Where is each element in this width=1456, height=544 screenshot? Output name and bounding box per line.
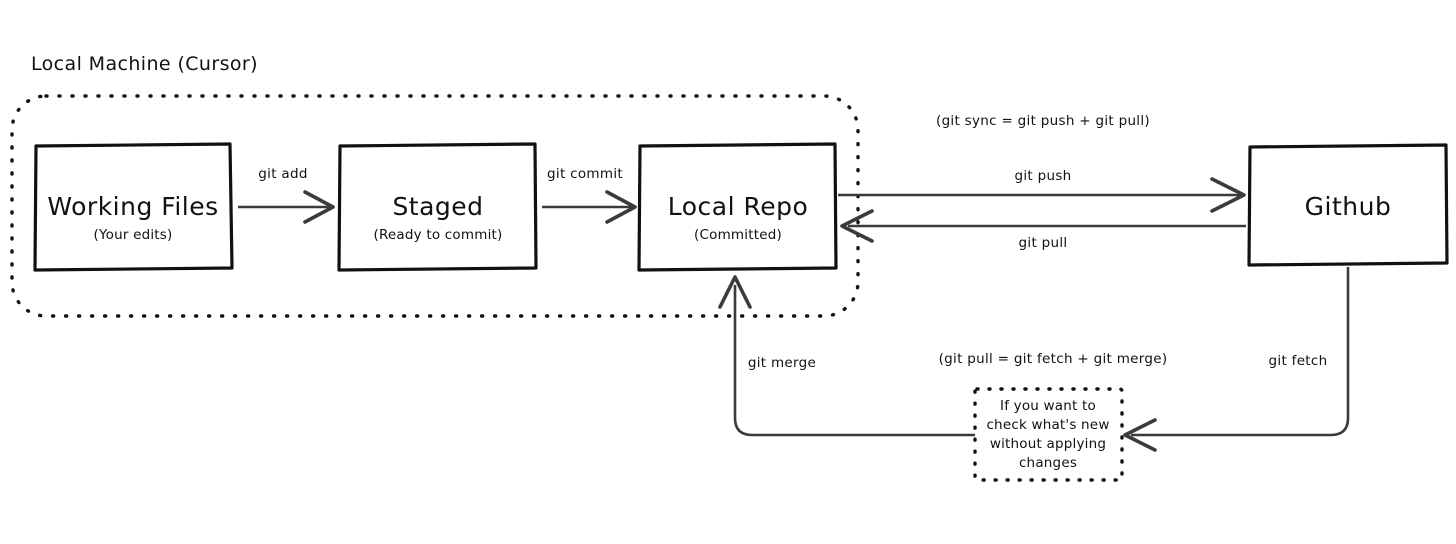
node-staged-sublabel: (Ready to commit)	[373, 227, 502, 243]
note-box-line-1: If you want to	[1000, 398, 1096, 414]
edge-git-commit: git commit	[542, 166, 637, 224]
node-working-files-sublabel: (Your edits)	[94, 227, 173, 243]
edge-git-commit-label: git commit	[547, 166, 623, 182]
edge-git-merge: git merge	[718, 275, 975, 437]
note-box-border	[973, 387, 1124, 482]
node-staged-label: Staged	[392, 192, 483, 221]
node-local-repo-label: Local Repo	[668, 192, 809, 221]
edge-git-push: git push	[838, 168, 1246, 213]
edge-git-fetch: git fetch	[1123, 267, 1350, 452]
group-title-local-machine: Local Machine (Cursor)	[31, 53, 258, 75]
node-local-repo-sublabel: (Committed)	[694, 227, 782, 243]
edge-git-pull-label: git pull	[1019, 235, 1068, 251]
node-github[interactable]: Github	[1247, 143, 1449, 267]
node-local-repo[interactable]: Local Repo (Committed)	[637, 142, 838, 272]
note-box-line-2: check what's new	[986, 417, 1109, 433]
node-staged[interactable]: Staged (Ready to commit)	[337, 142, 538, 272]
edge-git-pull: git pull	[840, 209, 1246, 251]
annotation-git-sync: (git sync = git push + git pull)	[936, 113, 1150, 129]
annotation-git-pull: (git pull = git fetch + git merge)	[939, 351, 1168, 367]
note-box-fetch-explanation: If you want to check what's new without …	[973, 387, 1124, 482]
edge-git-add-label: git add	[258, 166, 307, 182]
node-working-files[interactable]: Working Files (Your edits)	[33, 142, 234, 272]
note-box-line-3: without applying	[990, 436, 1106, 452]
edge-git-push-label: git push	[1014, 168, 1071, 184]
node-working-files-label: Working Files	[47, 192, 218, 221]
local-machine-boundary	[10, 94, 860, 318]
edge-git-fetch-label: git fetch	[1269, 353, 1328, 369]
node-github-label: Github	[1305, 192, 1392, 221]
edge-git-merge-label: git merge	[748, 355, 816, 371]
edge-git-add: git add	[238, 166, 335, 224]
note-box-line-4: changes	[1019, 455, 1077, 471]
